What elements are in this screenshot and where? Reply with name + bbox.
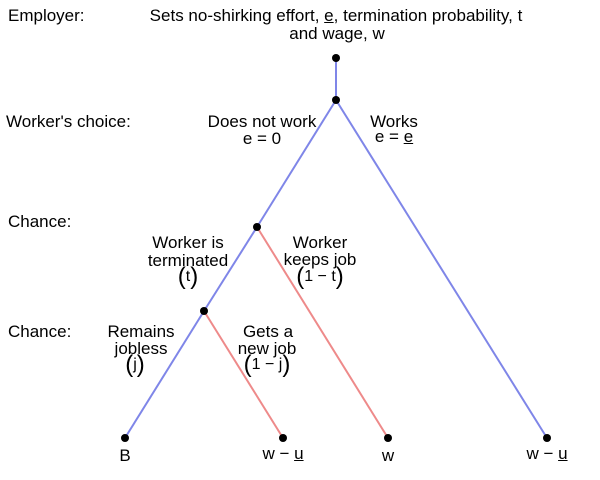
branch-works-value: e = e xyxy=(374,127,414,146)
edge-terminated xyxy=(203,226,258,312)
branch-terminated-line1: Worker is xyxy=(152,233,224,252)
payoff-w-minus-u-1: w − u xyxy=(262,444,304,463)
node-chance-1 xyxy=(253,223,261,231)
employer-description-line1: Sets no-shirking effort, e, termination … xyxy=(149,6,523,25)
branch-jobless-line1: Remains xyxy=(107,322,175,341)
e-underlined: e xyxy=(324,6,334,25)
edge-new-job xyxy=(203,310,284,439)
branch-terminated-line2: terminated xyxy=(147,251,229,270)
branch-terminated-prob: (t) xyxy=(177,263,199,290)
branch-keeps-job-line2: keeps job xyxy=(283,250,357,269)
node-terminal-wu1 xyxy=(279,434,287,442)
edge-jobless xyxy=(124,310,205,439)
node-chance-2 xyxy=(200,307,208,315)
payoff-w: w xyxy=(381,446,395,465)
branch-new-job-prob: (1 − j) xyxy=(243,351,291,378)
branch-works-title: Works xyxy=(370,112,418,131)
payoff-b: B xyxy=(119,446,131,465)
node-worker xyxy=(332,96,340,104)
node-employer xyxy=(332,54,340,62)
branch-new-job-line1: Gets a xyxy=(242,322,294,341)
branch-keeps-job-prob: (1 − t) xyxy=(296,263,344,290)
row-label-worker-choice: Worker's choice: xyxy=(6,112,131,131)
edge-does-not-work xyxy=(256,99,337,228)
branch-does-not-work-title: Does not work xyxy=(207,112,317,131)
branch-jobless-line2: jobless xyxy=(114,339,168,358)
branch-new-job-line2: new job xyxy=(237,339,297,358)
row-label-chance-2: Chance: xyxy=(8,322,72,341)
branch-keeps-job-line1: Worker xyxy=(292,233,348,252)
row-label-employer: Employer: xyxy=(8,6,85,25)
node-terminal-w xyxy=(384,434,392,442)
payoff-w-minus-u-2: w − u xyxy=(526,444,568,463)
edge-keeps-job xyxy=(256,226,389,439)
node-terminal-b xyxy=(121,434,129,442)
employer-description-line2: and wage, w xyxy=(289,24,385,43)
edge-works xyxy=(335,99,548,439)
branch-does-not-work-value: e = 0 xyxy=(242,129,282,148)
node-terminal-wu2 xyxy=(543,434,551,442)
branch-jobless-prob: (j) xyxy=(125,351,145,378)
row-label-chance-1: Chance: xyxy=(8,212,72,231)
